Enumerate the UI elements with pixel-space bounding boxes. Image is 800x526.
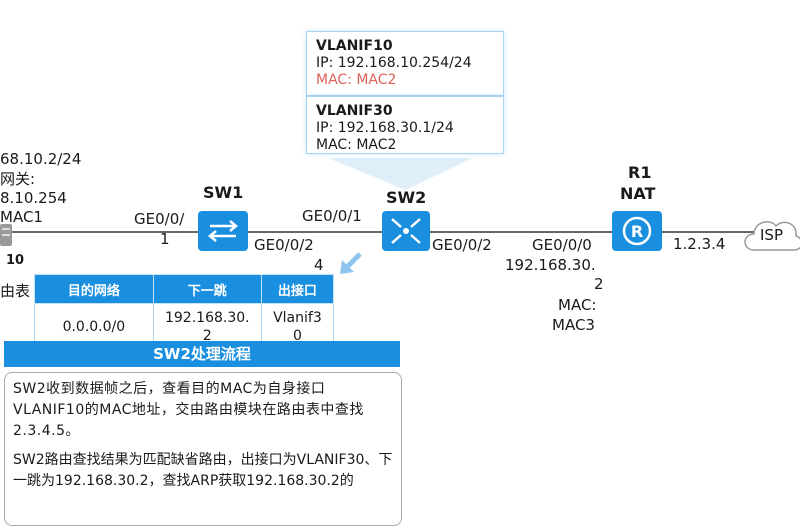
route-table: 目的网络 下一跳 出接口 0.0.0.0/0 192.168.30. 2 Vla… <box>34 274 335 351</box>
switch-core-icon <box>391 218 421 244</box>
route-table-header-iface: 出接口 <box>260 274 335 304</box>
route-next-hop-line1: 192.168.30. <box>164 310 250 326</box>
host-gateway-value: 8.10.254 <box>0 189 67 207</box>
r1-mac-line1: MAC: <box>558 296 597 314</box>
sw1-port-left: GE0/0/ <box>134 210 185 228</box>
vlanif10-title: VLANIF10 <box>316 38 393 54</box>
r1-port: GE0/0/0 <box>532 236 592 254</box>
vlanif30-ip: IP: 192.168.30.1/24 <box>316 120 454 136</box>
sw2-port-left: GE0/0/1 <box>302 207 362 225</box>
r1-role: NAT <box>620 184 656 203</box>
process-box: SW2收到数据帧之后，查看目的MAC为自身接口VLANIF10的MAC地址，交由… <box>4 372 402 526</box>
sw1-port-right: GE0/0/2 <box>254 236 314 254</box>
svg-text:R: R <box>631 222 643 241</box>
host-bottom-label: 10 <box>6 253 25 268</box>
vlanif30-mac: MAC: MAC2 <box>316 137 397 153</box>
r1-ip-line1: 192.168.30. <box>505 256 596 274</box>
route-table-caption: 由表 <box>0 282 31 300</box>
sw2-device[interactable] <box>382 211 430 251</box>
host-mac-label: MAC1 <box>0 208 43 226</box>
vlanif10-ip: IP: 192.168.10.254/24 <box>316 55 472 71</box>
route-iface-line2: 0 <box>292 328 302 344</box>
cloud-icon <box>744 221 800 251</box>
server-icon <box>0 224 12 246</box>
sw1-name: SW1 <box>203 183 244 202</box>
route-table-header-next-hop: 下一跳 <box>152 274 262 304</box>
r1-device[interactable]: R <box>612 211 662 251</box>
route-table-header-row: 目的网络 下一跳 出接口 <box>34 274 335 304</box>
r1-mac-line2: MAC3 <box>552 316 595 334</box>
vlanif30-title: VLANIF30 <box>316 103 393 119</box>
host-gateway-label: 网关: <box>0 170 36 188</box>
sw1-port-left-suffix: 1 <box>160 230 170 248</box>
sw2-name: SW2 <box>386 188 427 207</box>
r1-wan-ip: 1.2.3.4 <box>673 235 726 253</box>
vlanif10-mac: MAC: MAC2 <box>316 72 397 88</box>
isp-label: ISP <box>760 226 783 244</box>
vlanif10-card: VLANIF10 IP: 192.168.10.254/24 MAC: MAC2 <box>306 31 504 96</box>
route-table-header-dest: 目的网络 <box>34 274 154 304</box>
arrow-down-left-icon <box>340 252 362 274</box>
process-paragraph-2: SW2路由查找结果为匹配缺省路由，出接口为VLANIF30、下一跳为192.16… <box>13 452 393 489</box>
host-ip-label: 68.10.2/24 <box>0 150 82 168</box>
sw2-port-right: GE0/0/2 <box>432 236 492 254</box>
card-pointer <box>328 158 472 190</box>
switch-arrows-icon <box>208 220 238 242</box>
r1-ip-line2: 2 <box>594 275 604 293</box>
sw2-port-sw1-suffix: 4 <box>314 256 324 274</box>
router-icon: R <box>622 216 652 246</box>
route-iface-line1: Vlanif3 <box>273 310 322 326</box>
route-next-hop-line2: 2 <box>202 328 212 344</box>
sw1-device[interactable] <box>198 211 248 251</box>
r1-name: R1 <box>628 163 652 182</box>
process-title: SW2处理流程 <box>4 341 400 367</box>
process-paragraph-1: SW2收到数据帧之后，查看目的MAC为自身接口VLANIF10的MAC地址，交由… <box>13 381 364 439</box>
vlanif30-card: VLANIF30 IP: 192.168.30.1/24 MAC: MAC2 <box>306 96 504 154</box>
